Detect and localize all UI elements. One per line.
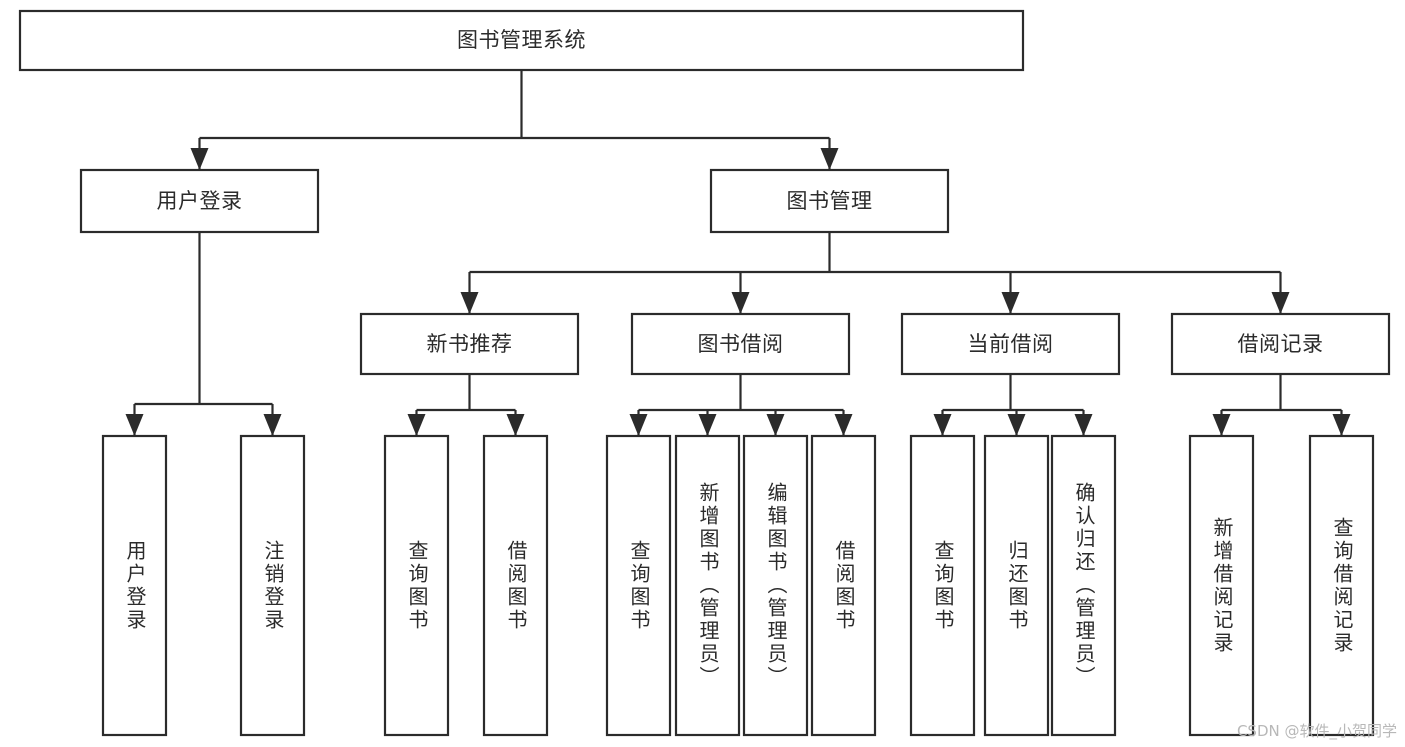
arrow-head-leaf-query-book-3: [933, 414, 952, 436]
node-box-leaf-add-record: [1188, 434, 1255, 737]
arrow-head-book-manage: [820, 148, 839, 170]
node-box-root: [18, 9, 1025, 72]
arrow-head-new-book-rec: [460, 292, 479, 314]
node-box-leaf-user-logout: [239, 434, 306, 737]
arrow-head-leaf-query-book-2: [629, 414, 648, 436]
node-box-leaf-borrow-book-2: [810, 434, 877, 737]
node-box-book-manage: [709, 168, 950, 234]
arrow-head-leaf-query-book-1: [407, 414, 426, 436]
edges-group: [125, 70, 1351, 436]
arrow-head-leaf-borrow-book-2: [834, 414, 853, 436]
arrow-head-book-borrow: [731, 292, 750, 314]
node-box-leaf-query-book-2: [605, 434, 672, 737]
arrow-head-leaf-query-record: [1332, 414, 1351, 436]
node-boxes-group: [18, 9, 1391, 737]
arrow-head-leaf-user-login: [125, 414, 144, 436]
node-box-leaf-edit-book: [742, 434, 809, 737]
node-box-leaf-query-record: [1308, 434, 1375, 737]
node-box-borrow-record: [1170, 312, 1391, 376]
arrow-head-leaf-add-record: [1212, 414, 1231, 436]
node-box-leaf-add-book: [674, 434, 741, 737]
node-box-leaf-confirm-return: [1050, 434, 1117, 737]
arrow-head-borrow-record: [1271, 292, 1290, 314]
node-box-new-book-rec: [359, 312, 580, 376]
node-box-leaf-query-book-1: [383, 434, 450, 737]
arrow-head-leaf-return-book: [1007, 414, 1026, 436]
node-box-leaf-query-book-3: [909, 434, 976, 737]
node-box-user-login: [79, 168, 320, 234]
arrow-head-leaf-edit-book: [766, 414, 785, 436]
node-box-book-borrow: [630, 312, 851, 376]
node-box-leaf-user-login: [101, 434, 168, 737]
arrow-head-user-login: [190, 148, 209, 170]
node-box-leaf-borrow-book-1: [482, 434, 549, 737]
arrow-head-leaf-user-logout: [263, 414, 282, 436]
arrow-head-current-borrow: [1001, 292, 1020, 314]
arrow-head-leaf-borrow-book-1: [506, 414, 525, 436]
arrow-head-leaf-add-book: [698, 414, 717, 436]
node-box-current-borrow: [900, 312, 1121, 376]
arrow-head-leaf-confirm-return: [1074, 414, 1093, 436]
watermark-text: CSDN @软件_小贺同学: [1236, 722, 1397, 740]
node-box-leaf-return-book: [983, 434, 1050, 737]
